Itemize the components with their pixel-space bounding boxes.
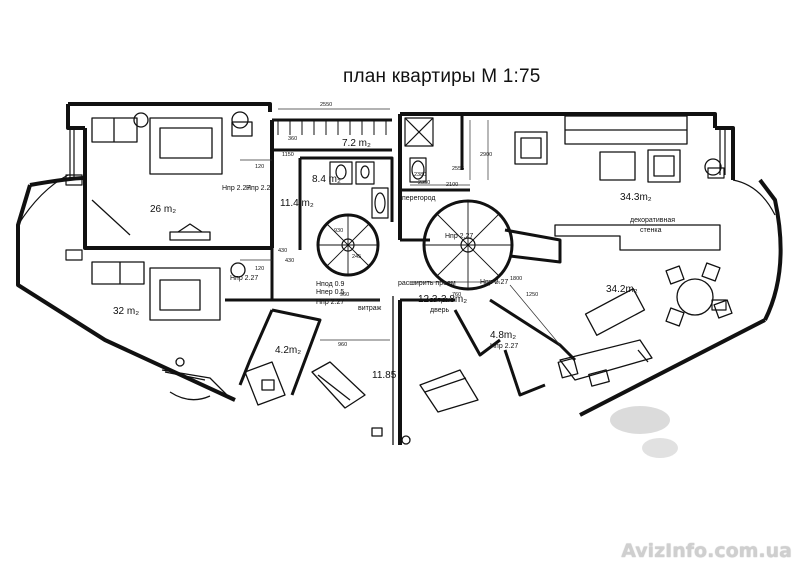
room-bedroom-area: 26 m₂ xyxy=(150,204,176,215)
dimension-value: 2350 xyxy=(418,180,430,186)
door-label: дверь xyxy=(430,307,450,314)
lounge-furniture xyxy=(514,115,722,251)
dimension-value: 930 xyxy=(334,228,343,234)
dimension-value: 120 xyxy=(255,164,264,170)
site-watermark: AvizInfo.com.ua xyxy=(621,540,792,562)
expand-opening-label: расширить проем xyxy=(398,280,456,287)
dimension-lines xyxy=(240,108,561,346)
right-lower-units xyxy=(401,369,479,445)
dimension-value: 360 xyxy=(288,136,297,142)
dressing-shelves xyxy=(277,120,387,135)
decor-wall-label: стенка xyxy=(640,227,662,234)
room-labels: 26 m₂ 7.2 m₂ 8.4 m₂ 11.4 m₂ 32 m₂ 4.2m₂ … xyxy=(113,138,652,381)
npr-low-label: Нпер 0.5 xyxy=(316,289,344,296)
dimension-value: 1150 xyxy=(282,152,294,158)
dimension-value: 430 xyxy=(278,248,287,254)
left-lower-units xyxy=(244,296,394,445)
npr-label: Нпр 2.27 xyxy=(230,275,258,282)
dimension-value: 120 xyxy=(255,266,264,272)
room-entrance-area: 11.85 xyxy=(372,370,397,381)
dimension-value: 1800 xyxy=(510,276,522,282)
room-closet-area: 4.2m₂ xyxy=(275,345,301,356)
dimension-value: 2380 xyxy=(414,172,426,178)
npr-label: Нпр 2.27 xyxy=(490,343,518,350)
right-outer-walls xyxy=(398,112,783,445)
dimension-value: 430 xyxy=(285,258,294,264)
bathroom-fixtures xyxy=(329,161,389,219)
room-bath-area: 8.4 m₂ xyxy=(312,174,341,185)
dimension-value: 760 xyxy=(452,292,461,298)
room-dining-area: 34.2m₂ xyxy=(606,284,638,295)
right-top-fixtures xyxy=(404,117,434,183)
vitrazh-label: витраж xyxy=(358,305,382,312)
right-spiral-stair xyxy=(422,199,514,291)
room-storage-area: 3.8m₂ xyxy=(441,294,467,305)
dimension-value: 2100 xyxy=(446,182,458,188)
left-spiral-stair xyxy=(316,213,380,277)
left-inner-walls xyxy=(225,118,394,396)
height-annotations: Нпр 2.27 Нпр 2.27 Нпр 2.27 Нпр 2.27 Нпр … xyxy=(222,185,675,350)
kitchen-counter xyxy=(557,339,653,387)
room-hall-area: 11.4 m₂ xyxy=(280,198,314,209)
plan-title: план квартиры М 1:75 xyxy=(343,66,541,87)
room-living-left-area: 32 m₂ xyxy=(113,306,139,317)
ink-smudge xyxy=(610,406,678,458)
dimension-value: 960 xyxy=(340,292,349,298)
left-outer-walls xyxy=(16,102,274,402)
dimension-value: 2550 xyxy=(320,102,332,108)
dimension-value: 245 xyxy=(352,254,361,260)
room-dressing-area: 7.2 m₂ xyxy=(342,138,371,149)
npr-label: Нпр 2.27 xyxy=(222,185,250,192)
partition-label: перегород xyxy=(402,195,435,202)
dining-set xyxy=(584,262,733,336)
dimension-value: 2555 xyxy=(452,166,464,172)
left-living-furniture xyxy=(91,261,246,401)
left-window-bay xyxy=(17,128,83,261)
room-corridor-area: 12.3 xyxy=(418,294,438,305)
right-window-bay xyxy=(707,130,776,311)
npr-label: Нпр 2.27 xyxy=(316,299,344,306)
bedroom-furniture xyxy=(91,111,253,241)
dimension-values: 2550 360 1150 960 960 245 930 430 430 120 120 2380 2… xyxy=(255,102,538,348)
npr-label: Нпр 2.27 xyxy=(480,279,508,286)
npr-label: Нпр 2.27 xyxy=(445,233,473,240)
npr-label: Нпр 2.27 xyxy=(246,185,274,192)
decor-wall-label: декоративная xyxy=(630,217,675,224)
room-utility-area: 4.8m₂ xyxy=(490,330,516,341)
dimension-value: 1250 xyxy=(526,292,538,298)
room-lounge-area: 34.3m₂ xyxy=(620,192,652,203)
dimension-value: 2900 xyxy=(480,152,492,158)
npod-label: Нпод 0.9 xyxy=(316,281,344,288)
vitrazh-label: витраж xyxy=(430,297,454,304)
dimension-value: 960 xyxy=(338,342,347,348)
